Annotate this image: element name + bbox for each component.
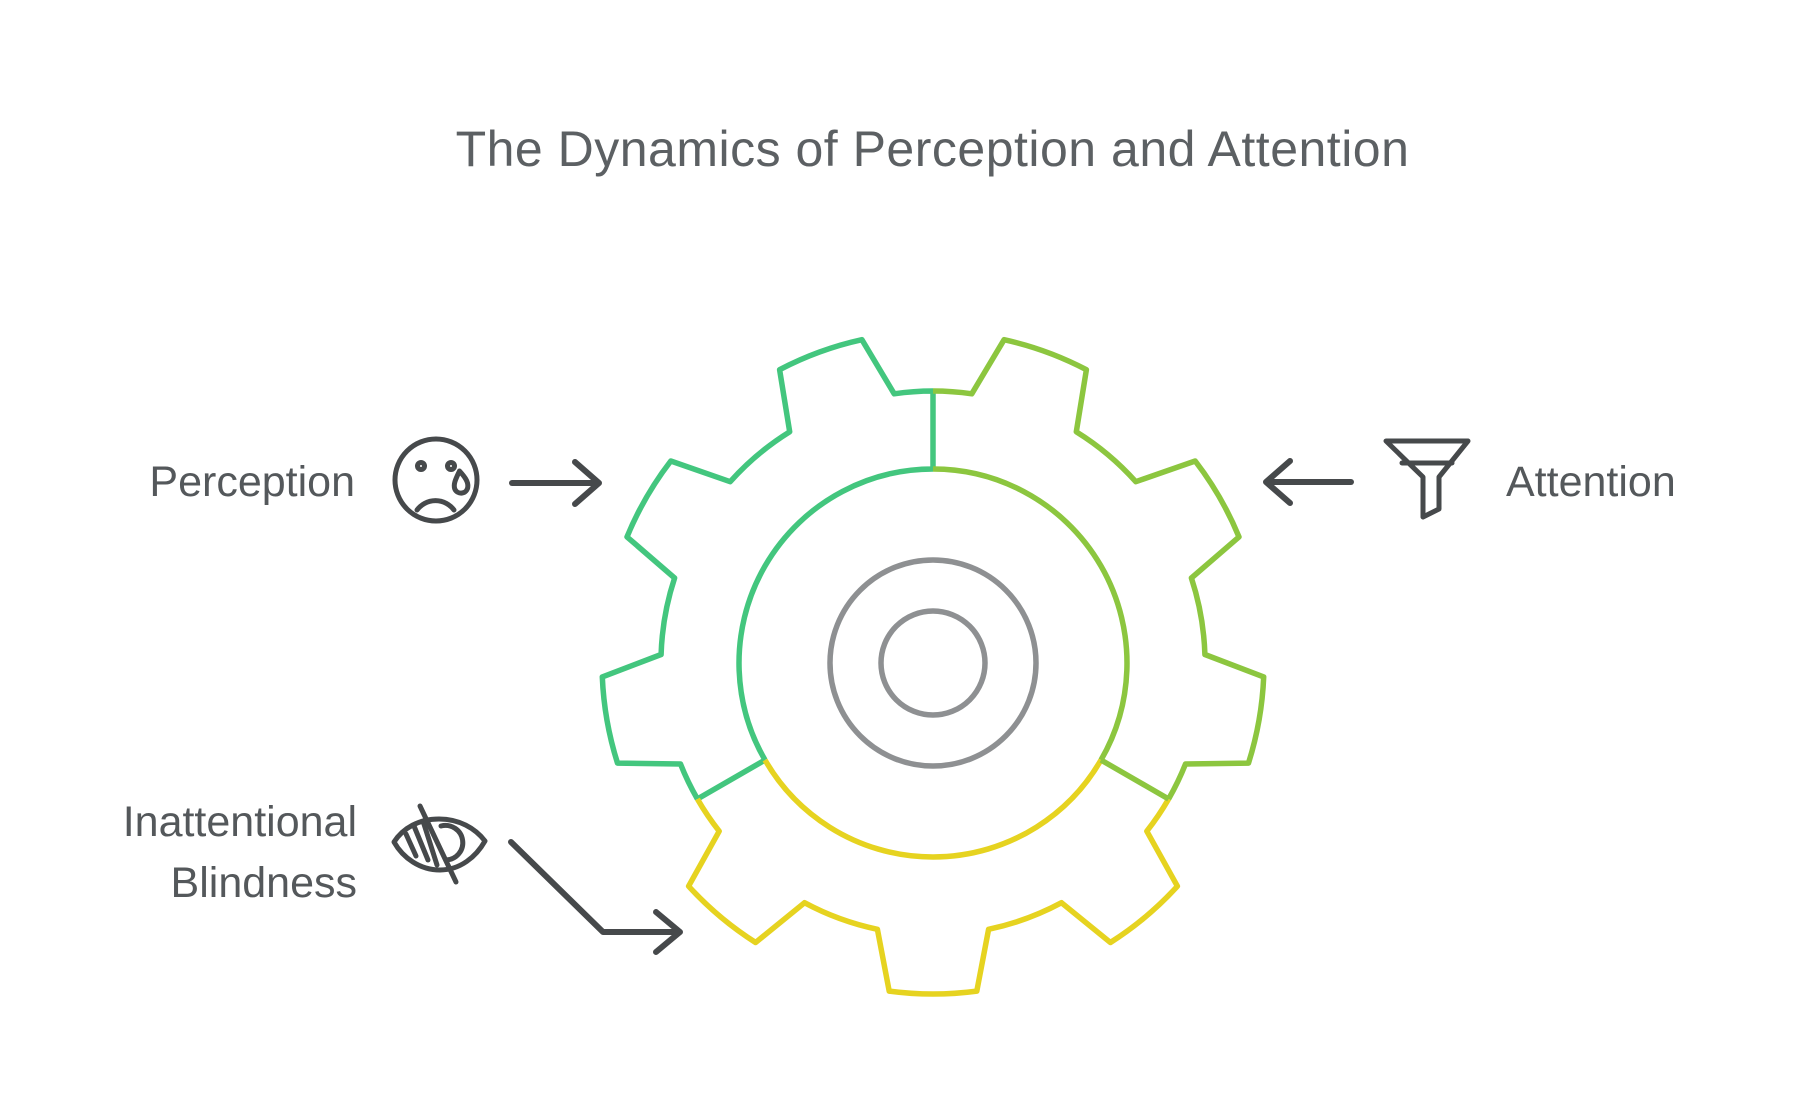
hub-inner-circle [878, 608, 988, 718]
gear-segment-attention [932, 336, 1267, 802]
sad-face-icon [392, 436, 480, 524]
perception-label: Perception [149, 458, 355, 506]
left-arrow-icon [1263, 458, 1354, 506]
attention-label: Attention [1506, 458, 1676, 506]
hub-outer-circle [827, 557, 1039, 769]
gear-segment-perception [599, 336, 936, 802]
gear-shape [599, 336, 1267, 997]
elbow-arrow-icon [508, 839, 683, 955]
gear-segment-inattentional-blindness [685, 758, 1181, 997]
page-title: The Dynamics of Perception and Attention [455, 121, 1410, 177]
eye-off-icon [391, 803, 488, 885]
funnel-icon [1383, 438, 1471, 520]
right-arrow-icon [509, 459, 602, 507]
inattentional-blindness-label: Inattentional Blindness [122, 798, 357, 907]
